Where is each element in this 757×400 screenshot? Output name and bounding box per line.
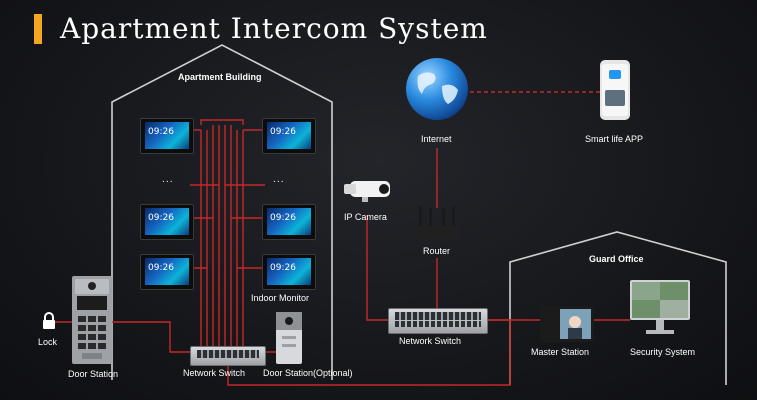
monitor-time: 09:26 (148, 127, 174, 137)
door-station-icon (276, 312, 302, 364)
monitor-icon (145, 258, 189, 285)
monitor-time: 09:26 (270, 127, 296, 137)
camera-icon (344, 181, 390, 202)
master-station-label: Master Station (531, 347, 590, 357)
internet-label: Internet (421, 134, 452, 144)
indoor-monitor-label: Indoor Monitor (251, 293, 310, 303)
door-station-label: Door Station (68, 369, 119, 379)
guard-office-outline (509, 231, 727, 385)
switch-icon (190, 346, 266, 366)
indoor-monitor: 09:26 (140, 204, 194, 240)
door-station-icon (72, 276, 112, 364)
smartphone-icon (600, 60, 630, 120)
indoor-monitor: 09:26 (140, 254, 194, 290)
building-outline (111, 44, 333, 380)
guard-office-label: Guard Office (589, 254, 644, 264)
indoor-monitor: 09:26 (262, 254, 316, 290)
ellipsis-left: ... (162, 175, 174, 185)
monitor-time: 09:26 (270, 263, 296, 273)
monitor-icon (145, 208, 189, 235)
router-label: Router (423, 246, 451, 256)
building-label: Apartment Building (178, 72, 262, 82)
security-system-icon (630, 280, 690, 334)
monitor-icon (267, 208, 311, 235)
security-system-label: Security System (630, 347, 696, 357)
indoor-monitor: 09:26 (140, 118, 194, 154)
monitor-time: 09:26 (270, 213, 296, 223)
door-station-optional-label: Door Station(Optional) (263, 368, 353, 378)
switch-icon (388, 308, 488, 334)
ellipsis-right: ... (273, 175, 285, 185)
monitor-time: 09:26 (148, 213, 174, 223)
ip-camera-label: IP Camera (344, 212, 387, 222)
lock-label: Lock (38, 337, 58, 347)
lock-icon (43, 312, 55, 329)
network-switch-center-label: Network Switch (399, 336, 462, 346)
router-icon (415, 206, 459, 240)
indoor-monitor: 09:26 (262, 204, 316, 240)
monitor-time: 09:26 (148, 263, 174, 273)
smart-app-label: Smart life APP (585, 134, 644, 144)
monitor-icon (267, 258, 311, 285)
page-title: Apartment Intercom System (60, 12, 488, 45)
monitor-icon (267, 122, 311, 149)
indoor-monitor: 09:26 (262, 118, 316, 154)
monitor-icon (145, 122, 189, 149)
globe-icon (406, 58, 468, 120)
master-station-icon (540, 306, 594, 342)
title-accent-bar (34, 14, 42, 44)
network-switch-building-label: Network Switch (183, 368, 246, 378)
